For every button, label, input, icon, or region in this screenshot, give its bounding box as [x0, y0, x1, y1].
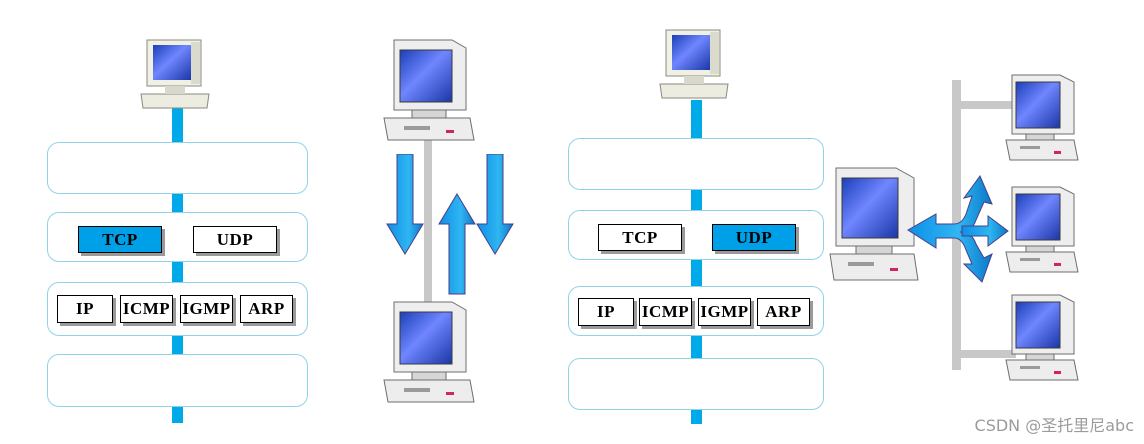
- igmp-protocol-label: IGMP: [180, 295, 233, 323]
- connector-line: [172, 194, 183, 212]
- watermark-text: CSDN @圣托里尼abc: [974, 416, 1134, 435]
- connection-cable: [424, 132, 432, 302]
- ip-protocol-label: IP: [57, 295, 113, 323]
- broadcast-arrows-icon: [907, 174, 1009, 283]
- receiver-computer-icon: [1005, 74, 1079, 161]
- igmp-protocol-label: IGMP: [698, 298, 751, 326]
- tcp-protocol-label: TCP: [78, 226, 162, 253]
- link-layer-box: [568, 358, 824, 410]
- arp-protocol-label: ARP: [757, 298, 810, 326]
- connector-line: [172, 108, 183, 142]
- link-layer-box: [47, 354, 308, 407]
- application-layer-box: [47, 142, 308, 194]
- server-computer-icon: [383, 301, 475, 403]
- sender-computer-icon: [829, 167, 919, 281]
- icmp-protocol-label: ICMP: [120, 295, 173, 323]
- arp-protocol-label: ARP: [240, 295, 293, 323]
- connector-line: [691, 336, 702, 358]
- server-computer-icon: [383, 39, 475, 141]
- connector-line: [172, 336, 183, 354]
- arrow-down-icon: [386, 154, 424, 255]
- receiver-computer-icon: [1005, 186, 1079, 273]
- udp-protocol-label: UDP: [712, 224, 796, 251]
- tcp-protocol-label: TCP: [598, 224, 682, 251]
- connector-line: [691, 100, 702, 140]
- icmp-protocol-label: ICMP: [639, 298, 692, 326]
- bus-branch: [956, 350, 1016, 358]
- connector-line: [691, 410, 702, 424]
- connector-line: [172, 262, 183, 282]
- udp-protocol-label: UDP: [193, 226, 277, 253]
- network-layer-box: IP ICMP IGMP ARP: [568, 286, 824, 336]
- connector-line: [691, 260, 702, 286]
- transport-layer-box: TCP UDP: [47, 212, 308, 262]
- arrow-up-icon: [438, 193, 476, 295]
- connector-line: [691, 190, 702, 210]
- connector-line: [172, 407, 183, 423]
- network-layer-box: IP ICMP IGMP ARP: [47, 282, 308, 336]
- desktop-computer-icon: [659, 29, 729, 99]
- desktop-computer-icon: [140, 39, 210, 109]
- transport-layer-box: TCP UDP: [568, 210, 824, 260]
- application-layer-box: [568, 138, 824, 190]
- bus-branch: [956, 101, 1016, 109]
- ip-protocol-label: IP: [578, 298, 634, 326]
- receiver-computer-icon: [1005, 294, 1079, 381]
- arrow-down-icon: [476, 154, 514, 255]
